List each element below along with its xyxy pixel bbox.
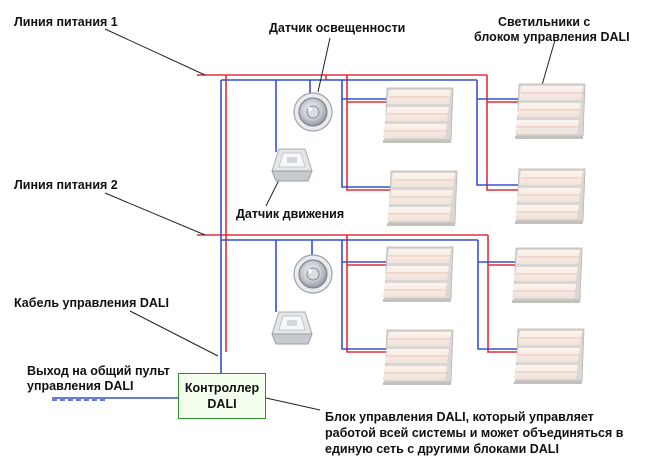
luminaire-icon [514, 168, 586, 225]
pointer-lines [104, 28, 556, 411]
dali-cable-label: Кабель управления DALI [14, 296, 170, 310]
dali-control-wires [52, 79, 523, 399]
description-line3: единую сеть с другими блоками DALI [325, 442, 559, 456]
power-line-1-wires [197, 74, 523, 352]
luminaires-label-line1: Светильники с [498, 15, 591, 29]
luminaire-icon [386, 170, 458, 227]
light-sensor-icon [293, 92, 333, 132]
light-sensor-label: Датчик освещенности [269, 21, 406, 35]
controller-label-line1: Контроллер [184, 381, 260, 395]
luminaire-icon [511, 247, 583, 304]
luminaire-icon [382, 329, 454, 386]
description-line2: работой всей системы и может объединятьс… [325, 426, 624, 440]
luminaire-icon [514, 83, 586, 140]
description-line1: Блок управления DALI, который управляет [325, 410, 594, 424]
output-label-line1: Выход на общий пульт [27, 364, 170, 378]
luminaire-icon [382, 246, 454, 303]
power-line-2-label: Линия питания 2 [14, 178, 118, 192]
motion-sensor-icon [271, 311, 313, 345]
light-sensor-icon [293, 254, 333, 294]
motion-sensor-icon [271, 148, 313, 182]
motion-sensor-label: Датчик движения [236, 207, 345, 221]
dali-controller-box: Контроллер DALI [178, 373, 266, 419]
controller-label-line2: DALI [207, 397, 237, 411]
luminaire-icon [382, 87, 454, 144]
output-label-line2: управления DALI [27, 379, 134, 393]
luminaires-label-line2: блоком управления DALI [474, 30, 630, 44]
luminaire-icon [513, 328, 585, 385]
power-line-2-wires [197, 234, 520, 353]
power-line-1-label: Линия питания 1 [14, 15, 118, 29]
